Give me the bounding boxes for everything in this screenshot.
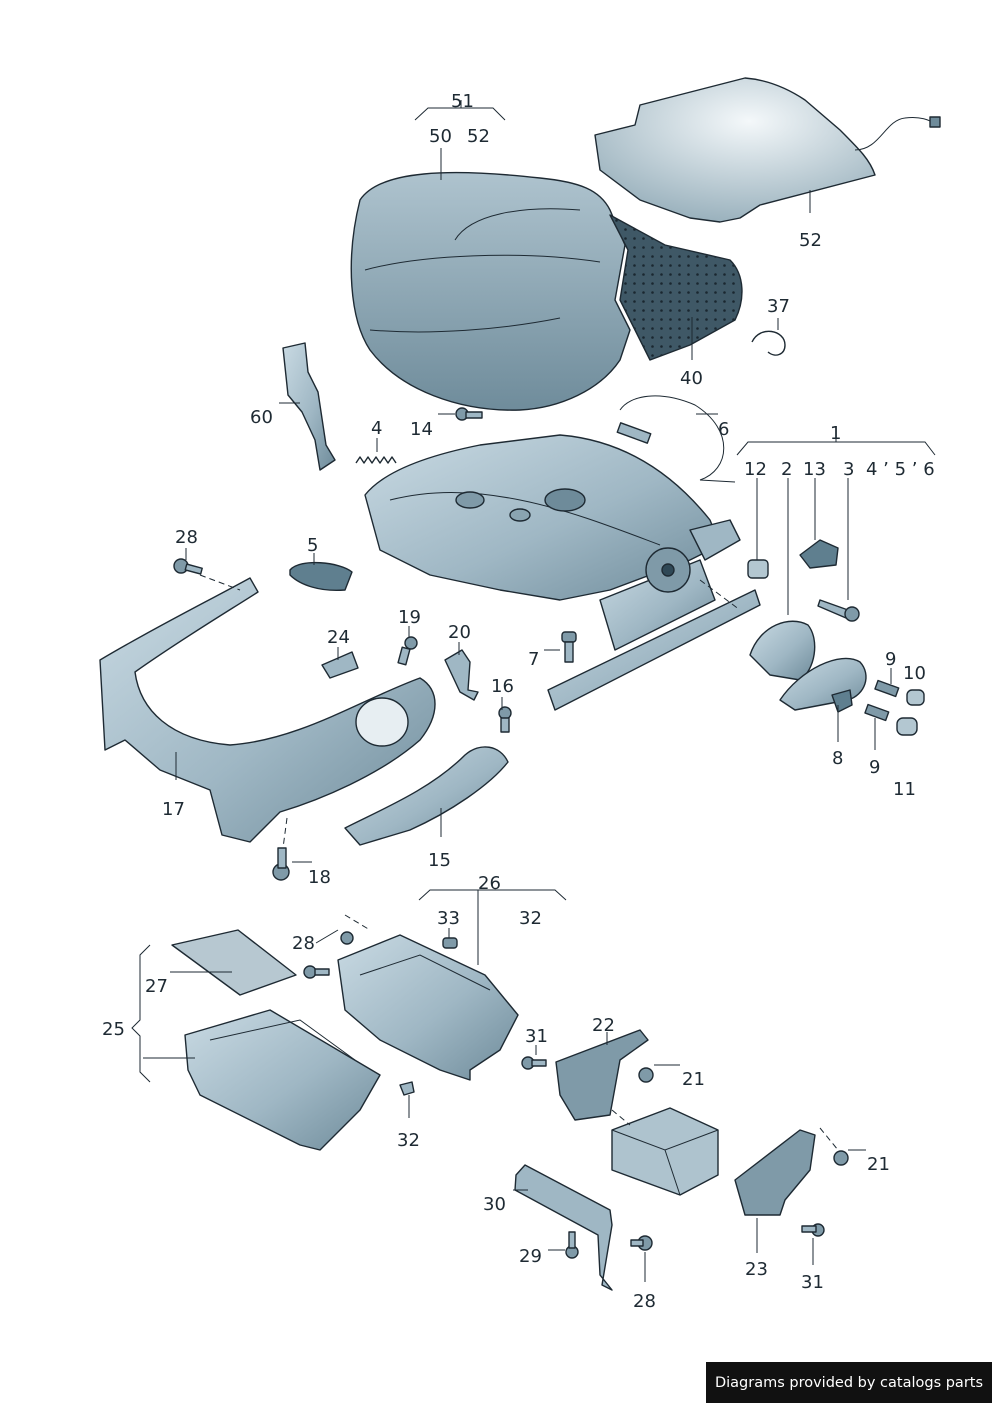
screw-29 xyxy=(565,1231,579,1259)
label-32: 32 xyxy=(519,908,542,929)
screw-18 xyxy=(272,847,290,881)
label-21: 21 xyxy=(682,1069,705,1090)
label-21: 21 xyxy=(867,1154,890,1175)
label-28: 28 xyxy=(633,1291,656,1312)
attribution-footer: Diagrams provided by catalogs parts xyxy=(706,1362,992,1403)
label-24: 24 xyxy=(327,627,350,648)
label-17: 17 xyxy=(162,799,185,820)
label-12: 12 xyxy=(744,459,767,480)
label-52: 52 xyxy=(799,230,822,251)
label-9: 9 xyxy=(885,649,897,670)
belt-buckle-holder xyxy=(282,342,336,471)
label-37: 37 xyxy=(767,296,790,317)
seat-frame xyxy=(364,434,721,601)
cap-11 xyxy=(896,717,918,736)
bracket-20 xyxy=(444,649,479,701)
clip-32 xyxy=(399,1081,415,1096)
cap-10 xyxy=(906,689,925,706)
label-11: 11 xyxy=(893,779,916,800)
label-19: 19 xyxy=(398,607,421,628)
label-16: 16 xyxy=(491,676,514,697)
screw-31b xyxy=(801,1223,825,1237)
screw-21b xyxy=(833,1150,849,1166)
screw-3 xyxy=(817,599,860,622)
screw-28b xyxy=(303,965,330,979)
clip-24 xyxy=(321,651,359,679)
screw-21a xyxy=(638,1067,654,1083)
label-20: 20 xyxy=(448,622,471,643)
bushing-12 xyxy=(747,559,769,579)
label-30: 30 xyxy=(483,1194,506,1215)
label-23: 23 xyxy=(745,1259,768,1280)
spring xyxy=(355,456,397,464)
recliner-disc-2 xyxy=(749,620,816,681)
label-26: 26 xyxy=(478,873,501,894)
label-13: 13 xyxy=(803,459,826,480)
rail-30 xyxy=(514,1164,613,1291)
bracket-22 xyxy=(555,1029,649,1121)
bracket-23 xyxy=(734,1129,816,1216)
screw-33 xyxy=(442,937,458,949)
label-4-5-6: 4 ’ 5 ’ 6 xyxy=(866,459,935,480)
clip-13 xyxy=(799,539,839,569)
label-7: 7 xyxy=(528,649,540,670)
cable xyxy=(616,395,736,483)
label-60: 60 xyxy=(250,407,273,428)
screw-16 xyxy=(498,706,512,733)
label-31: 31 xyxy=(525,1026,548,1047)
label-14: 14 xyxy=(410,419,433,440)
label-3: 3 xyxy=(843,459,855,480)
lever-8 xyxy=(779,657,867,713)
label-28: 28 xyxy=(175,527,198,548)
label-18: 18 xyxy=(308,867,331,888)
cover-15 xyxy=(344,746,509,846)
label-15: 15 xyxy=(428,850,451,871)
label-40: 40 xyxy=(680,368,703,389)
label-9: 9 xyxy=(869,757,881,778)
label-33: 33 xyxy=(437,908,460,929)
bolt-9b xyxy=(864,703,890,722)
label-51: 51 xyxy=(451,91,474,112)
label-5: 5 xyxy=(307,535,319,556)
label-6: 6 xyxy=(718,419,730,440)
seat-cushion-cover xyxy=(350,171,631,411)
label-32: 32 xyxy=(397,1130,420,1151)
label-2: 2 xyxy=(781,459,793,480)
screw-19 xyxy=(397,636,418,666)
label-29: 29 xyxy=(519,1246,542,1267)
label-10: 10 xyxy=(903,663,926,684)
label-50: 50 xyxy=(429,126,452,147)
heating-mat xyxy=(594,77,941,223)
label-27: 27 xyxy=(145,976,168,997)
screw-28-top xyxy=(340,931,354,945)
control-unit xyxy=(611,1107,719,1196)
screw-31a xyxy=(521,1056,547,1070)
label-4: 4 xyxy=(371,418,383,439)
label-25: 25 xyxy=(102,1019,125,1040)
trim-5 xyxy=(289,561,353,592)
leader-lines xyxy=(131,100,936,1282)
label-1: 1 xyxy=(830,423,842,444)
screw-7 xyxy=(561,631,577,663)
mat-27 xyxy=(171,929,297,996)
bolt-14 xyxy=(455,407,483,421)
label-28: 28 xyxy=(292,933,315,954)
storage-drawer-25 xyxy=(184,1009,381,1151)
screw-28c xyxy=(630,1235,653,1251)
label-31: 31 xyxy=(801,1272,824,1293)
label-8: 8 xyxy=(832,748,844,769)
seat-adjuster-mechanism xyxy=(645,519,741,593)
clip xyxy=(751,330,786,356)
seat-foam-pad xyxy=(609,214,743,361)
bolt-9a xyxy=(874,679,900,698)
label-22: 22 xyxy=(592,1015,615,1036)
label-52: 52 xyxy=(467,126,490,147)
drawer-housing-26 xyxy=(337,934,519,1081)
bolt-28a xyxy=(173,558,203,575)
seat-side-trim xyxy=(99,577,436,843)
